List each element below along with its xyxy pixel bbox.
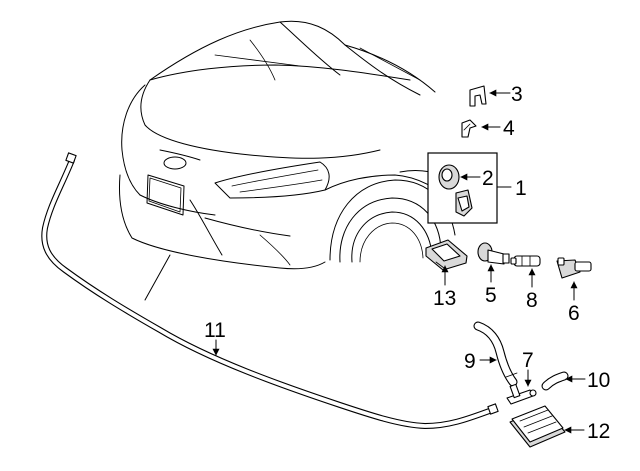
callout-11: 11 bbox=[204, 319, 226, 342]
callout-7: 7 bbox=[522, 349, 534, 372]
callout-5: 5 bbox=[485, 284, 497, 307]
callout-13: 13 bbox=[433, 287, 456, 310]
callout-12: 12 bbox=[587, 420, 610, 443]
callout-2: 2 bbox=[482, 167, 494, 190]
washer-nozzle-kit-part-1 bbox=[427, 152, 498, 224]
callout-leaders bbox=[212, 89, 586, 434]
callout-10: 10 bbox=[587, 369, 610, 392]
callout-8: 8 bbox=[526, 289, 538, 312]
callout-1: 1 bbox=[515, 177, 527, 200]
hose-part-9 bbox=[473, 321, 518, 387]
callout-labels: 3 4 2 1 13 5 8 6 11 9 7 10 12 bbox=[204, 83, 610, 443]
washer-hose-part-11 bbox=[41, 152, 499, 430]
valve-part-6 bbox=[556, 257, 592, 279]
connector-part-8 bbox=[510, 255, 541, 267]
pump-part-5 bbox=[477, 242, 510, 265]
callout-6: 6 bbox=[568, 302, 580, 325]
clip-part-4 bbox=[461, 119, 477, 138]
callout-3: 3 bbox=[511, 83, 523, 106]
tee-joint-part-7 bbox=[506, 383, 537, 405]
clip-part-3 bbox=[469, 85, 487, 107]
label-part-12 bbox=[509, 405, 566, 448]
callout-4: 4 bbox=[503, 117, 515, 140]
hose-part-10 bbox=[541, 371, 569, 391]
callout-9: 9 bbox=[464, 350, 476, 373]
car-front-illustration bbox=[119, 20, 456, 301]
bracket-part-13 bbox=[425, 239, 468, 271]
